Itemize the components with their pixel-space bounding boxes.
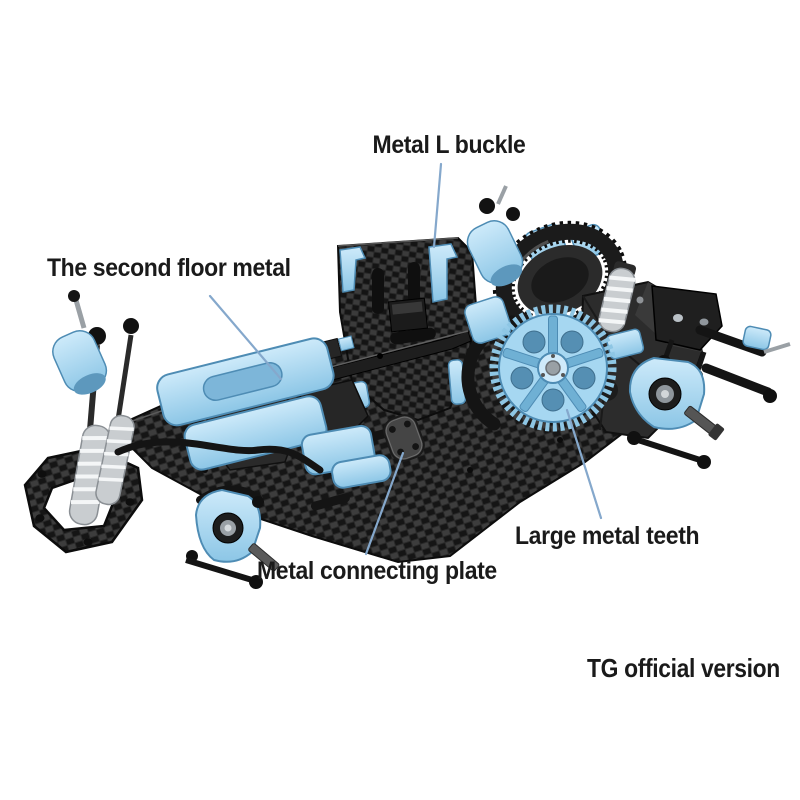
leader-second-floor-metal [208,294,283,381]
rear-right-suspension [627,285,791,469]
leader-metal-l-buckle [432,162,443,249]
label-large-metal-teeth: Large metal teeth [515,522,700,550]
metal-connecting-plate [383,414,425,462]
metal-l-buckle-bracket-left [339,246,367,293]
brand-text: TG official version [587,653,780,683]
leader-metal-connecting-plate [364,451,405,556]
front-suspension-assembly [52,290,392,589]
front-right-wheel-hub [185,485,280,589]
metal-l-buckle-bracket [428,243,459,303]
rear-shock-spring [598,261,637,333]
large-spur-gear [489,304,618,432]
label-second-floor-metal: The second floor metal [47,254,291,282]
electronics-box [387,297,429,333]
label-metal-connecting-plate: Metal connecting plate [257,557,497,585]
leader-large-metal-teeth [565,408,603,520]
label-metal-l-buckle: Metal L buckle [372,131,526,159]
leader-lines [208,162,603,556]
front-left-drive-cup [52,290,108,395]
second-floor-carbon-deck [336,236,478,422]
rear-drivetrain [461,185,791,469]
differential-gear [492,220,628,340]
rear-left-drive-cup [466,185,524,287]
